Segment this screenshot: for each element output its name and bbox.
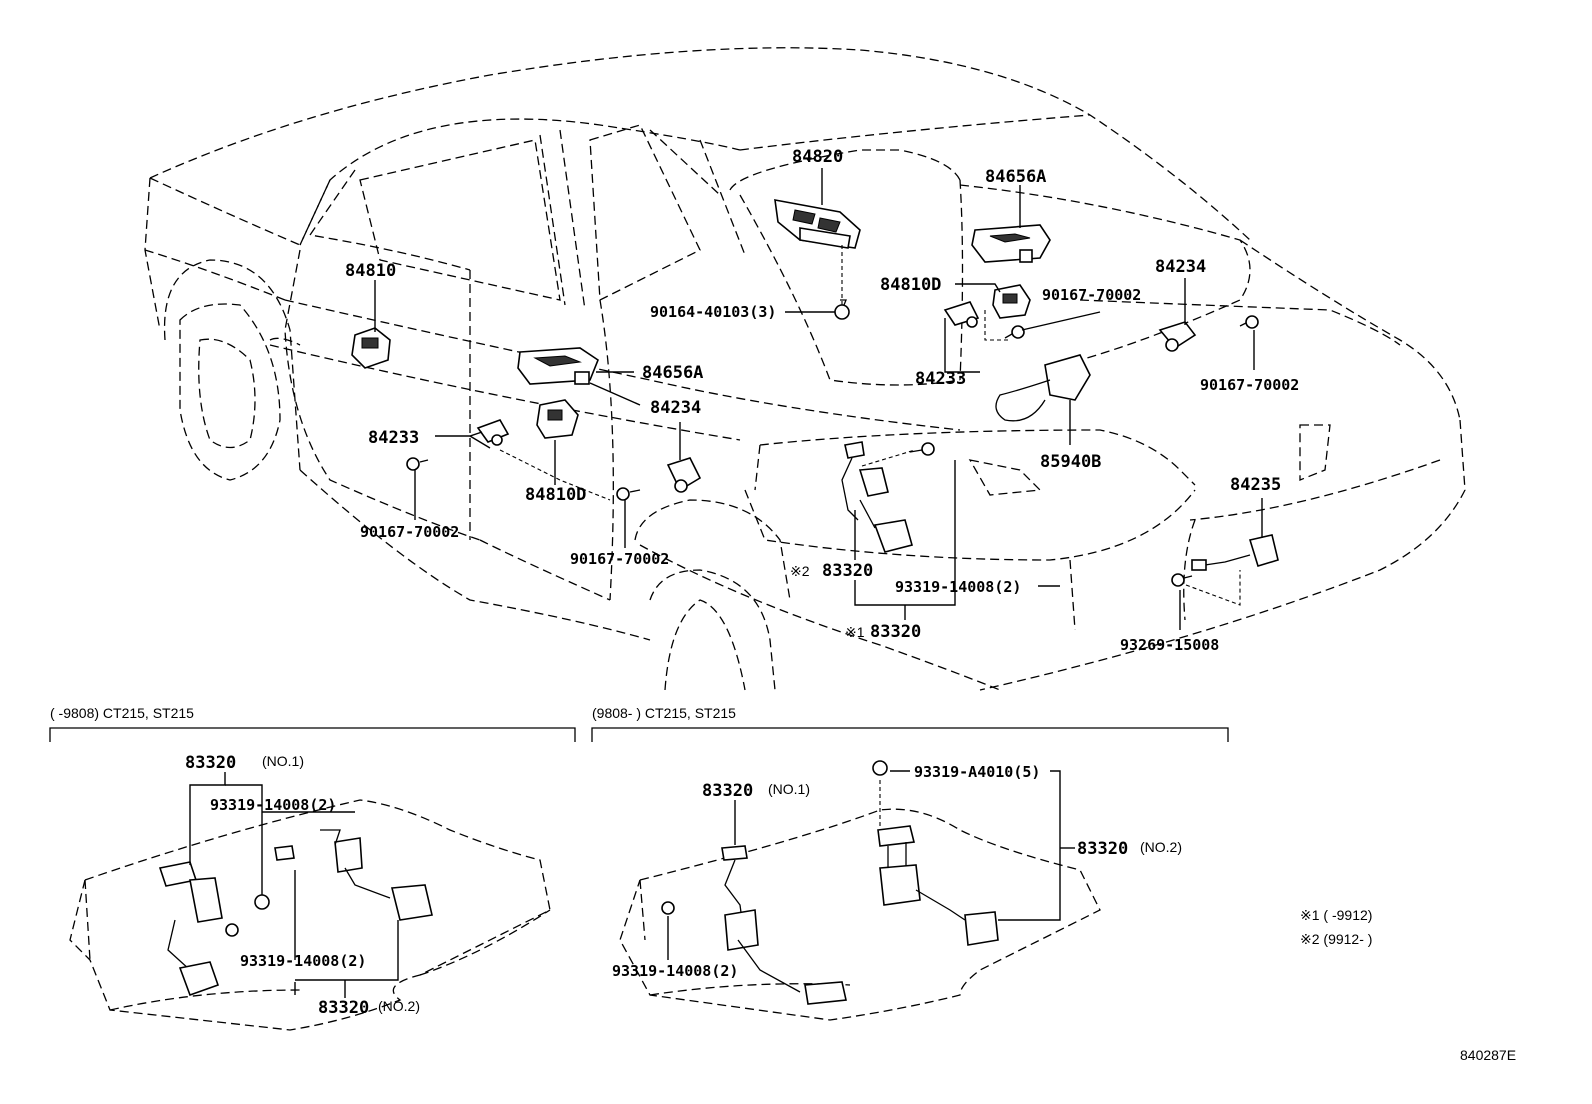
label-85940B: 85940B xyxy=(1040,452,1101,472)
label-84234-right: 84234 xyxy=(1155,257,1206,277)
courtesy-switch-84233-right xyxy=(943,301,980,328)
fuel-sender-83320-main xyxy=(841,441,913,553)
label-83320-2: 83320 xyxy=(822,561,873,581)
inset-left-83320-no1: 83320 xyxy=(185,753,236,773)
switch-bezel-84656A-right xyxy=(971,224,1051,263)
footnotes: ※1 ( -9912) ※2 (9912- ) 840287E xyxy=(1300,907,1516,1063)
label-83320-1: 83320 xyxy=(870,622,921,642)
label-90167-right-1: 90167-70002 xyxy=(1042,286,1141,304)
relay-85940B xyxy=(995,354,1091,422)
bolt-90167-right-1 xyxy=(1004,325,1025,339)
figure-code: 840287E xyxy=(1460,1047,1516,1063)
courtesy-switch-84234-left xyxy=(666,457,702,493)
label-90167-left-1: 90167-70002 xyxy=(360,523,459,541)
label-90167-right-2: 90167-70002 xyxy=(1200,376,1299,394)
switch-bezel-84656A-left xyxy=(517,347,599,385)
inset-right-no1: (NO.1) xyxy=(768,781,810,797)
main-parts xyxy=(351,199,1279,587)
inset-right-no2: (NO.2) xyxy=(1140,839,1182,855)
inset-left-no2: (NO.2) xyxy=(378,998,420,1014)
label-84656A-right: 84656A xyxy=(985,167,1046,187)
label-84810D-left: 84810D xyxy=(525,485,586,505)
inset-left-83320-no2: 83320 xyxy=(318,998,369,1018)
main-labels: 84820 84656A 84810 84810D 90167-70002 84… xyxy=(345,147,1299,654)
label-84233-left: 84233 xyxy=(368,428,419,448)
inset-right-header: (9808- ) CT215, ST215 xyxy=(592,705,736,721)
bolt-90167-right-2 xyxy=(1239,315,1259,329)
inset-right-93319-b: 93319-14008(2) xyxy=(612,962,738,980)
inset-right-83320-no1: 83320 xyxy=(702,781,753,801)
label-84810D-right: 84810D xyxy=(880,275,941,295)
screw-93319-main xyxy=(909,442,935,456)
label-93269: 93269-15008 xyxy=(1120,636,1219,654)
main-leader-lines xyxy=(374,168,1263,630)
master-switch-84820 xyxy=(774,199,861,249)
courtesy-switch-84234-right xyxy=(1158,321,1197,352)
screw-93269 xyxy=(1171,573,1193,587)
label-90164: 90164-40103(3) xyxy=(650,303,776,321)
note-2: ※2 (9912- ) xyxy=(1300,931,1372,947)
inset-right-93319-a4010: 93319-A4010(5) xyxy=(914,763,1040,781)
label-84235: 84235 xyxy=(1230,475,1281,495)
car-body-outline xyxy=(144,47,1466,691)
courtesy-switch-84233-left xyxy=(476,419,510,446)
inset-left-93319-b: 93319-14008(2) xyxy=(240,952,366,970)
switch-84235 xyxy=(1191,534,1279,571)
label-84234-left: 84234 xyxy=(650,398,701,418)
label-84233-right: 84233 xyxy=(915,369,966,389)
bolt-90167-left-1 xyxy=(406,457,429,471)
note-1: ※1 ( -9912) xyxy=(1300,907,1372,923)
label-83320-mark-1: ※1 xyxy=(845,624,865,640)
power-window-switch-84810-left xyxy=(351,327,391,369)
power-window-switch-84810D-right xyxy=(992,284,1031,319)
label-84810-left: 84810 xyxy=(345,261,396,281)
label-93319-main: 93319-14008(2) xyxy=(895,578,1021,596)
label-90167-left-2: 90167-70002 xyxy=(570,550,669,568)
label-84656A-left: 84656A xyxy=(642,363,703,383)
inset-left-no1: (NO.1) xyxy=(262,753,304,769)
power-window-switch-84810D-left xyxy=(536,399,579,439)
label-83320-mark-2: ※2 xyxy=(790,563,810,579)
inset-right: (9808- ) CT215, ST215 83320 (NO.1) 93319… xyxy=(591,705,1229,1021)
inset-right-83320-no2: 83320 xyxy=(1077,839,1128,859)
bolt-90167-left-2 xyxy=(616,487,641,501)
inset-left: ( -9808) CT215, ST215 83320 (NO.1) 93319… xyxy=(49,705,576,1031)
inset-left-header: ( -9808) CT215, ST215 xyxy=(50,705,194,721)
inset-left-93319-a: 93319-14008(2) xyxy=(210,796,336,814)
label-84820: 84820 xyxy=(792,147,843,167)
